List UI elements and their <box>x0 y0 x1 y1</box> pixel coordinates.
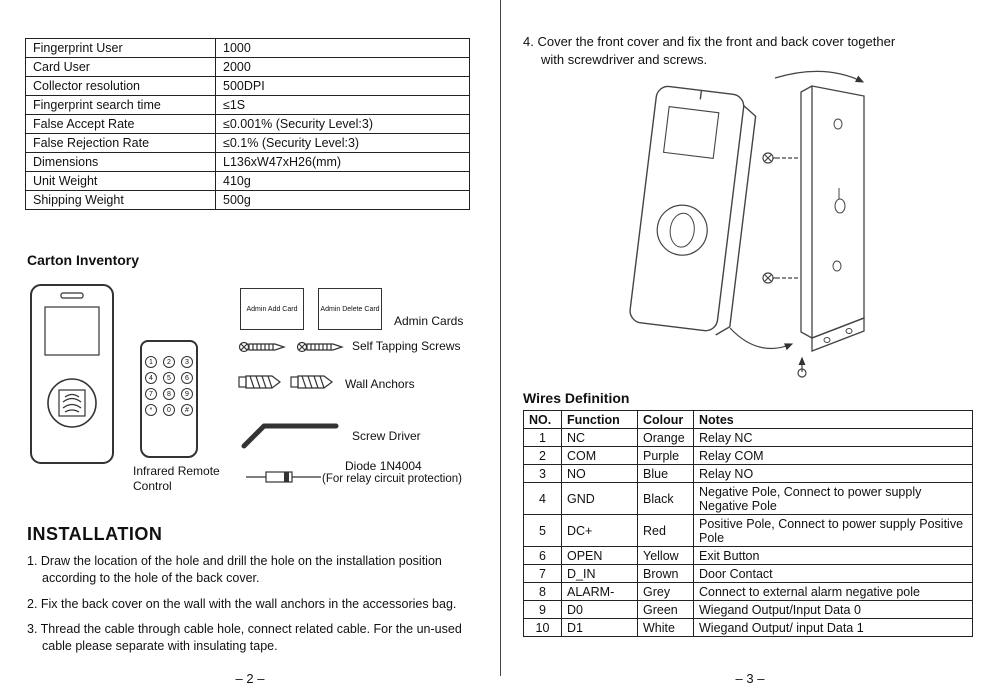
remote-key: 3 <box>181 356 193 368</box>
admin-cards-label: Admin Cards <box>394 314 464 328</box>
step4-line1: 4. Cover the front cover and fix the fro… <box>523 34 896 49</box>
screws-illustration <box>238 341 344 353</box>
remote-key: 6 <box>181 372 193 384</box>
step4-text: 4. Cover the front cover and fix the fro… <box>523 33 988 69</box>
table-header-row: NO. Function Colour Notes <box>523 410 973 429</box>
spec-label: Dimensions <box>25 152 216 172</box>
carton-inventory-heading: Carton Inventory <box>27 252 140 268</box>
remote-key: 5 <box>163 372 175 384</box>
wires-definition-heading: Wires Definition <box>523 390 630 406</box>
spec-value: 500g <box>215 190 470 210</box>
remote-key: 8 <box>163 388 175 400</box>
screwdriver-label: Screw Driver <box>352 429 421 443</box>
table-row: False Rejection Rate≤0.1% (Security Leve… <box>25 133 470 153</box>
remote-keypad: 1 2 3 4 5 6 7 8 9 * 0 # <box>142 356 196 416</box>
remote-key: 1 <box>145 356 157 368</box>
diode-illustration <box>246 471 321 483</box>
admin-delete-card: Admin Delete Card <box>318 288 382 330</box>
page-number-right: – 3 – <box>735 671 765 686</box>
page-divider <box>500 0 501 676</box>
col-header-function: Function <box>561 410 638 429</box>
remote-key: * <box>145 404 157 416</box>
spec-label: Card User <box>25 57 216 77</box>
remote-label: Infrared Remote Control <box>133 464 220 493</box>
installation-step: 2. Fix the back cover on the wall with t… <box>27 596 457 611</box>
remote-key: 0 <box>163 404 175 416</box>
table-row: False Accept Rate≤0.001% (Security Level… <box>25 114 470 134</box>
admin-add-card: Admin Add Card <box>240 288 304 330</box>
diode-label: Diode 1N4004 <box>345 459 422 473</box>
spec-value: 1000 <box>215 38 470 58</box>
spec-label: False Accept Rate <box>25 114 216 134</box>
diode-note-label: (For relay circuit protection) <box>322 473 462 485</box>
spec-value: ≤0.001% (Security Level:3) <box>215 114 470 134</box>
remote-key: 4 <box>145 372 157 384</box>
installation-steps: 1. Draw the location of the hole and dri… <box>27 553 477 664</box>
col-header-no: NO. <box>523 410 562 429</box>
page-number-left: – 2 – <box>235 671 265 686</box>
spec-value: ≤1S <box>215 95 470 115</box>
anchors-label: Wall Anchors <box>345 377 415 391</box>
spec-label: False Rejection Rate <box>25 133 216 153</box>
spec-label: Fingerprint User <box>25 38 216 58</box>
device-illustration <box>30 284 114 464</box>
anchors-illustration <box>238 375 333 389</box>
spec-value: L136xW47xH26(mm) <box>215 152 470 172</box>
installation-heading: INSTALLATION <box>27 524 163 544</box>
spec-value: 500DPI <box>215 76 470 96</box>
table-row: Fingerprint search time≤1S <box>25 95 470 115</box>
remote-key: # <box>181 404 193 416</box>
assembly-diagram <box>629 70 865 378</box>
remote-key: 7 <box>145 388 157 400</box>
col-header-notes: Notes <box>693 410 973 429</box>
screws-label: Self Tapping Screws <box>352 339 461 353</box>
remote-key: 9 <box>181 388 193 400</box>
installation-step: 3. Thread the cable through cable hole, … <box>27 622 462 653</box>
remote-key: 2 <box>163 356 175 368</box>
spec-label: Fingerprint search time <box>25 95 216 115</box>
remote-illustration: 1 2 3 4 5 6 7 8 9 * 0 # <box>140 340 198 458</box>
col-header-colour: Colour <box>637 410 694 429</box>
step4-line2: with screwdriver and screws. <box>541 52 708 68</box>
spec-label: Shipping Weight <box>25 190 216 210</box>
installation-step: 1. Draw the location of the hole and dri… <box>27 554 442 585</box>
spec-label: Collector resolution <box>25 76 216 96</box>
spec-value: 2000 <box>215 57 470 77</box>
spec-label: Unit Weight <box>25 171 216 191</box>
spec-value: 410g <box>215 171 470 191</box>
screwdriver-illustration <box>241 423 339 449</box>
spec-value: ≤0.1% (Security Level:3) <box>215 133 470 153</box>
